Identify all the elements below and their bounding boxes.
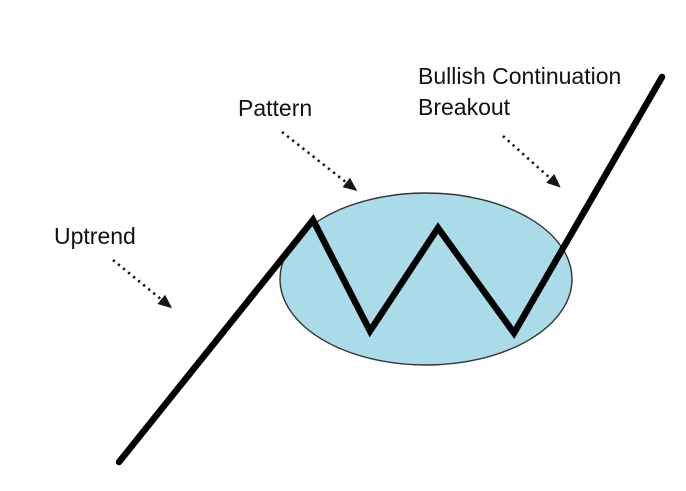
- uptrend-label: Uptrend: [54, 223, 136, 249]
- breakout-label: Bullish Continuation Breakout: [418, 63, 622, 120]
- uptrend-annotation-arrow-icon: [112, 258, 173, 309]
- pattern-label: Pattern: [238, 95, 313, 121]
- pattern-annotation-arrow-icon: [281, 130, 358, 192]
- price-trend-zigzag-line: [115, 73, 666, 466]
- pattern-highlight-ellipse: [279, 192, 573, 366]
- breakout-annotation-arrow-icon: [502, 135, 561, 188]
